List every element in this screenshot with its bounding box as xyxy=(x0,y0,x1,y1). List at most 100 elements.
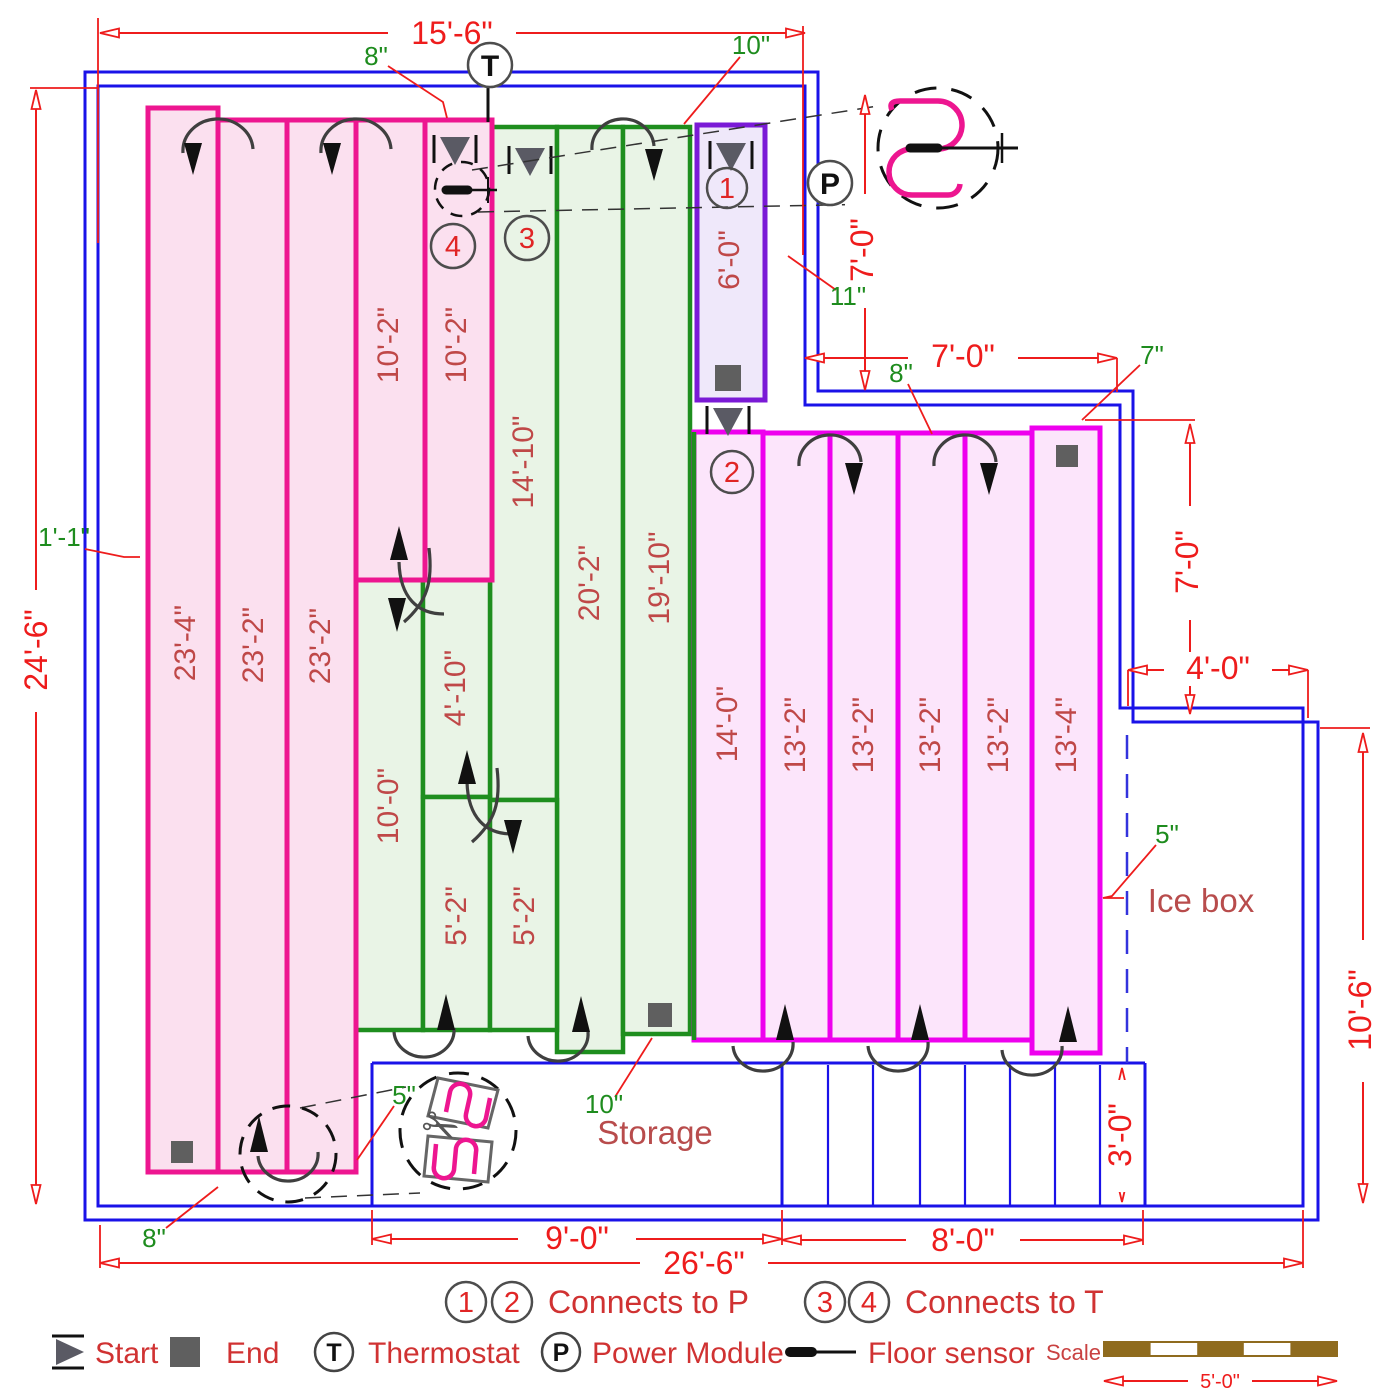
legend-marker-4: 4 xyxy=(861,1287,877,1319)
green-run-label-4: 4'-10" xyxy=(439,650,472,726)
scale-bar xyxy=(1103,1341,1338,1357)
end-symbol-magenta xyxy=(1056,445,1078,467)
connection-marker-2: 2 xyxy=(724,457,740,489)
offset-mat-top: 8" xyxy=(889,358,913,388)
dim-left-height: 24'-6" xyxy=(18,609,54,691)
green-run-label-7: 5'-2" xyxy=(508,886,541,946)
connects-to-t-label: Connects to T xyxy=(905,1284,1104,1320)
plan-markers: T P 1 2 3 4 xyxy=(429,41,854,495)
start-label: Start xyxy=(95,1337,159,1370)
inner-wall xyxy=(96,84,1305,1208)
start-icon xyxy=(52,1334,84,1370)
crossover-symbol-1 xyxy=(388,526,445,632)
start-symbol-2 xyxy=(705,406,751,436)
start-symbol-1 xyxy=(708,141,754,171)
green-run-label-2: 20'-2" xyxy=(573,545,606,621)
power-module-marker: P xyxy=(820,168,840,201)
dim-right-drop: 7'-0" xyxy=(1169,530,1205,594)
start-symbol-4 xyxy=(432,135,478,165)
magenta-run-label-5: 13'-2" xyxy=(982,697,1015,773)
svg-text:P: P xyxy=(553,1339,570,1367)
legend: 1 2 Connects to P 3 4 Connects to T Star… xyxy=(52,1280,1338,1393)
connection-marker-1: 1 xyxy=(719,173,735,205)
dim-storage-width: 9'-0" xyxy=(545,1220,609,1256)
magenta-run-2 xyxy=(760,430,833,1043)
magenta-run-label-6: 13'-4" xyxy=(1050,697,1083,773)
offset-bottom-green: 10" xyxy=(585,1089,623,1119)
magenta-run-label-1: 14'-0" xyxy=(711,686,744,762)
svg-text:T: T xyxy=(326,1339,341,1367)
thermostat-icon xyxy=(313,1331,355,1373)
end-symbol-purple xyxy=(715,365,741,391)
magenta-run-4 xyxy=(895,430,968,1043)
floor-sensor-label: Floor sensor xyxy=(868,1337,1035,1370)
power-module-label: Power Module xyxy=(592,1337,784,1370)
detail-callouts: ✂ xyxy=(238,86,1018,1204)
magenta-run-label-3: 13'-2" xyxy=(847,697,880,773)
offset-bottom-mid: 5" xyxy=(392,1080,416,1110)
dim-bottom-width: 26'-6" xyxy=(663,1245,745,1281)
dim-stairs-width: 8'-0" xyxy=(931,1222,995,1258)
green-run-7 xyxy=(487,797,560,1033)
pink-mat xyxy=(145,105,495,1175)
dim-right-lower-height: 10'-6" xyxy=(1342,969,1378,1051)
start-end-symbols xyxy=(171,135,1078,1163)
magenta-run-3 xyxy=(827,430,901,1043)
start-symbol-3 xyxy=(507,146,553,176)
offset-left-wall: 1'-1" xyxy=(38,522,90,552)
purple-run-label: 6'-0" xyxy=(713,230,746,290)
storage-label: Storage xyxy=(597,1114,713,1151)
pink-run-1 xyxy=(145,105,221,1175)
magenta-run-label-2: 13'-2" xyxy=(779,697,812,773)
legend-marker-3: 3 xyxy=(817,1287,833,1319)
stair-treads xyxy=(826,1065,1102,1205)
end-symbol-green xyxy=(648,1003,672,1027)
end-label: End xyxy=(226,1337,279,1370)
offset-ice-side: 5" xyxy=(1155,819,1179,849)
connection-marker-4: 4 xyxy=(445,231,461,263)
scale-length-label: 5'-0" xyxy=(1200,1371,1240,1393)
pink-run-label-5: 10'-2" xyxy=(440,307,473,383)
magenta-run-1 xyxy=(691,429,766,1043)
green-run-3 xyxy=(620,124,693,1037)
magenta-run-6 xyxy=(1029,425,1103,1056)
end-symbol-pink xyxy=(171,1141,193,1163)
building-outline xyxy=(83,70,1320,1222)
cut-mat-detail-circle: ✂ xyxy=(398,1071,518,1191)
pink-run-label-1: 23'-4" xyxy=(169,605,202,681)
crossover-symbol-2 xyxy=(458,750,522,854)
pink-run-4 xyxy=(353,117,428,583)
pink-run-label-2: 23'-2" xyxy=(237,607,270,683)
connects-to-p-label: Connects to P xyxy=(548,1284,749,1320)
dim-step-width: 7'-0" xyxy=(931,338,995,374)
dimensions: 15'-6" 24'-6" 7'-0" 7'-0" 7'-0" 4'-0" 10… xyxy=(18,14,1380,1282)
legend-marker-1: 1 xyxy=(458,1287,474,1319)
end-icon xyxy=(170,1337,200,1367)
pink-run-3 xyxy=(284,117,359,1175)
run-labels: 23'-4" 23'-2" 23'-2" 10'-2" 10'-2" 14'-1… xyxy=(169,230,1083,946)
offset-mat-right: 7" xyxy=(1140,340,1164,370)
offset-purple-side: 11" xyxy=(830,281,866,311)
offset-top-left: 8" xyxy=(364,41,388,71)
pink-run-label-4: 10'-2" xyxy=(372,307,405,383)
legend-marker-2: 2 xyxy=(504,1287,520,1319)
floor-sensor-location-icon xyxy=(433,160,497,218)
green-run-label-3: 19'-10" xyxy=(643,531,676,624)
pink-run-5 xyxy=(422,117,495,583)
scale-label: Scale xyxy=(1046,1340,1101,1365)
ice-box-label: Ice box xyxy=(1148,882,1255,919)
green-run-label-5: 10'-0" xyxy=(372,768,405,844)
dim-stairs-depth: 3'-0" xyxy=(1102,1103,1138,1167)
thermostat-marker: T xyxy=(481,50,499,83)
turn-arcs xyxy=(181,117,1077,1183)
pink-run-label-3: 23'-2" xyxy=(304,608,337,684)
pink-turn-detail-circle xyxy=(238,1104,338,1204)
magenta-run-label-4: 13'-2" xyxy=(914,697,947,773)
dim-notch-width: 4'-0" xyxy=(1186,650,1250,686)
green-run-4 xyxy=(420,577,493,800)
green-run-label-6: 5'-2" xyxy=(440,886,473,946)
dim-upper-right-drop: 7'-0" xyxy=(844,218,880,282)
green-run-label-1: 14'-10" xyxy=(507,415,540,508)
